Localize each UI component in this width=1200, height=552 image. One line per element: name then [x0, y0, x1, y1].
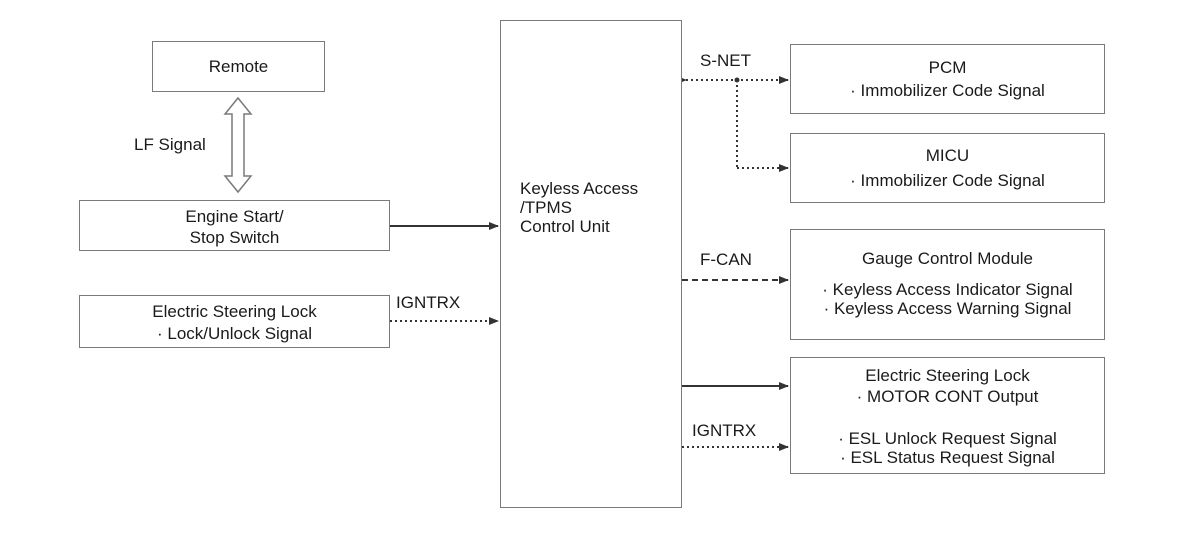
- esl-output-box: Electric Steering Lock · MOTOR CONT Outp…: [790, 357, 1105, 474]
- remote-label: Remote: [208, 57, 269, 76]
- gauge-control-module-box: Gauge Control Module · Keyless Access In…: [790, 229, 1105, 340]
- snet-bus: [677, 76, 789, 172]
- gauge-signal-indicator: · Keyless Access Indicator Signal: [822, 280, 1073, 299]
- engine-switch-line1: Engine Start/: [185, 207, 284, 226]
- micu-title: MICU: [925, 146, 970, 165]
- pcm-title: PCM: [928, 58, 967, 77]
- gauge-title: Gauge Control Module: [861, 249, 1034, 268]
- ignt-out-label: IGNTRX: [692, 421, 757, 440]
- esl-input-title: Electric Steering Lock: [152, 302, 317, 321]
- pcm-box: PCM · Immobilizer Code Signal: [790, 44, 1105, 114]
- lf-signal-label: LF Signal: [134, 135, 206, 154]
- control-unit-line3: Control Unit: [520, 217, 610, 236]
- control-unit-line1: Keyless Access: [520, 179, 639, 198]
- esl-input-signal: · Lock/Unlock Signal: [157, 324, 312, 343]
- control-unit-line2: /TPMS: [520, 198, 572, 217]
- pcm-signal: · Immobilizer Code Signal: [850, 81, 1045, 100]
- esl-output-motor-cont: · MOTOR CONT Output: [856, 387, 1039, 406]
- gauge-signal-warning: · Keyless Access Warning Signal: [823, 299, 1072, 318]
- esl-input-box: Electric Steering Lock · Lock/Unlock Sig…: [79, 295, 390, 348]
- esl-output-status-request: · ESL Status Request Signal: [840, 448, 1055, 467]
- esl-output-unlock-request: · ESL Unlock Request Signal: [838, 429, 1057, 448]
- micu-box: MICU · Immobilizer Code Signal: [790, 133, 1105, 203]
- remote-box: Remote: [152, 41, 325, 92]
- lf-signal-double-arrow: [223, 96, 253, 194]
- engine-switch-box: Engine Start/ Stop Switch: [79, 200, 390, 251]
- snet-label: S-NET: [700, 51, 751, 70]
- esl-output-title: Electric Steering Lock: [865, 366, 1030, 385]
- fcan-label: F-CAN: [700, 250, 752, 269]
- ignt-in-label: IGNTRX: [396, 293, 461, 312]
- engine-switch-line2: Stop Switch: [189, 228, 280, 247]
- control-unit-box: Keyless Access /TPMS Control Unit: [500, 20, 682, 508]
- micu-signal: · Immobilizer Code Signal: [850, 171, 1045, 190]
